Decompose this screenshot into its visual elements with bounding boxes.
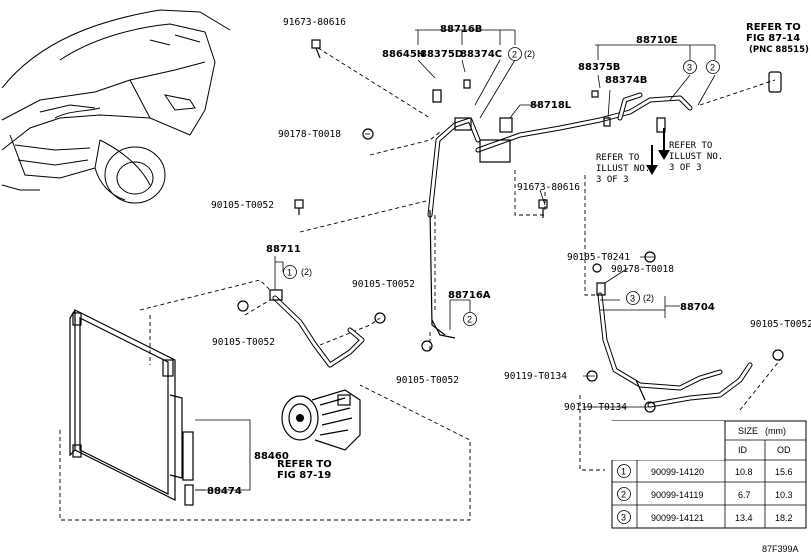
bolt-91673-80616-top [311,39,321,59]
label-91673-80616-mid: 91673-80616 [517,182,580,193]
size-row-1-part: 90099-14120 [651,467,704,477]
bolt-90105-t0241 [644,251,656,263]
circle-references: 2 (2) 3 2 1 (2) 2 3 (2) [283,47,720,326]
label-88460: 88460 [254,451,289,462]
size-row-3-ref: 3 [621,513,626,523]
leader-lines [195,29,716,491]
size-row-3-od: 18.2 [775,513,793,523]
circle-ref-2-top-right: 2 [710,63,715,73]
bolt-91673-80616-mid [538,199,548,218]
note-refer-illust-b-line1: REFER TO [669,141,712,151]
size-table-col-id: ID [738,445,748,455]
circle-ref-2-top: 2 [512,50,517,60]
refer-arrows [646,128,670,175]
label-90178-t0018-mid: 90178-T0018 [611,264,674,275]
label-91673-80616-top: 91673-80616 [283,17,346,28]
qty-2-88711: (2) [301,267,312,277]
size-row-1-ref: 1 [621,467,626,477]
bolt-90105-t0052-a [294,199,304,215]
label-88704: 88704 [680,302,715,313]
bolt-90119-t0134-b [644,401,656,413]
vehicle-front-illustration [1,9,231,204]
label-88716a: 88716A [448,290,491,301]
note-refer-fig-87-19-line2: FIG 87-19 [277,470,331,481]
bolt-90105-t0052-e [772,349,784,361]
size-row-3-id: 13.4 [735,513,753,523]
size-row-2-part: 90099-14119 [651,490,703,500]
circle-ref-3-88704: 3 [630,294,635,304]
circle-ref-3-top: 3 [687,63,692,73]
label-88375b: 88375B [578,62,620,73]
label-90105-t0052-c: 90105-T0052 [352,279,415,290]
label-88716b: 88716B [440,24,482,35]
label-90119-t0134-b: 90119-T0134 [564,402,627,413]
size-table-col-od: OD [777,445,791,455]
note-refer-illust-b-line2: ILLUST NO. [669,152,723,162]
condenser [69,309,194,506]
qty-2-88704: (2) [643,293,654,303]
label-88710e: 88710E [636,35,678,46]
label-88474: 88474 [207,486,242,497]
size-row-3-part: 90099-14121 [651,513,704,523]
label-90105-t0052-b: 90105-T0052 [212,337,275,348]
note-refer-fig-87-14-line1: REFER TO [746,22,801,33]
label-88645h: 88645H [382,49,425,60]
label-88374c: 88374C [460,49,502,60]
label-88718l: 88718L [530,100,572,111]
hose-88711 [269,289,365,368]
reference-notes: REFER TO FIG 87-14 (PNC 88515) REFER TO … [277,22,809,481]
diagram-id: 87F399A [762,544,799,554]
size-row-1-id: 10.8 [735,467,753,477]
qty-2-top: (2) [524,49,535,59]
fasteners [237,39,784,413]
circle-ref-1-88711: 1 [287,268,292,278]
label-88374b: 88374B [605,75,647,86]
label-90119-t0134-a: 90119-T0134 [504,371,567,382]
size-row-2-id: 6.7 [738,490,751,500]
label-88711: 88711 [266,244,301,255]
lower-right-pipe-assembly [596,282,753,408]
assembly-dashed-lines [59,47,781,521]
circle-ref-2-88716a: 2 [467,315,472,325]
size-table-title: SIZE [738,426,758,436]
note-refer-illust-a-line3: 3 OF 3 [596,175,629,185]
label-90178-t0018-top: 90178-T0018 [278,129,341,140]
note-refer-fig-87-14-line3: (PNC 88515) [749,45,809,55]
label-88375d: 88375D [420,49,463,60]
label-90105-t0241: 90105-T0241 [567,252,630,263]
note-refer-illust-a-line2: ILLUST NO. [596,164,650,174]
bolt-90105-t0052-b [237,300,249,312]
part-labels: 91673-80616 88716B 88645H 88375D 88374C … [207,17,811,497]
size-row-1-od: 15.6 [775,467,793,477]
bolt-90119-t0134-a [586,370,598,382]
note-refer-fig-87-14-line2: FIG 87-14 [746,33,800,44]
note-refer-fig-87-19-line1: REFER TO [277,459,332,470]
size-row-2-od: 10.3 [775,490,793,500]
size-table-unit: (mm) [765,426,786,436]
hose-size-table: SIZE (mm) ID OD 1 90099-14120 10.8 15.6 … [602,420,807,529]
note-refer-illust-b-line3: 3 OF 3 [669,163,702,173]
note-refer-illust-a-line1: REFER TO [596,153,639,163]
compressor [281,389,361,451]
label-90105-t0052-e: 90105-T0052 [750,319,811,330]
label-90105-t0052-a: 90105-T0052 [211,200,274,211]
size-row-2-ref: 2 [621,490,626,500]
nut-90178-t0018-top [362,128,374,140]
bolt-90105-t0052-c [374,312,386,324]
upper-pipe-assembly [427,71,782,339]
label-90105-t0052-d: 90105-T0052 [396,375,459,386]
bolt-90105-t0052-d [421,340,433,352]
nut-90178-t0018-mid [592,263,602,273]
